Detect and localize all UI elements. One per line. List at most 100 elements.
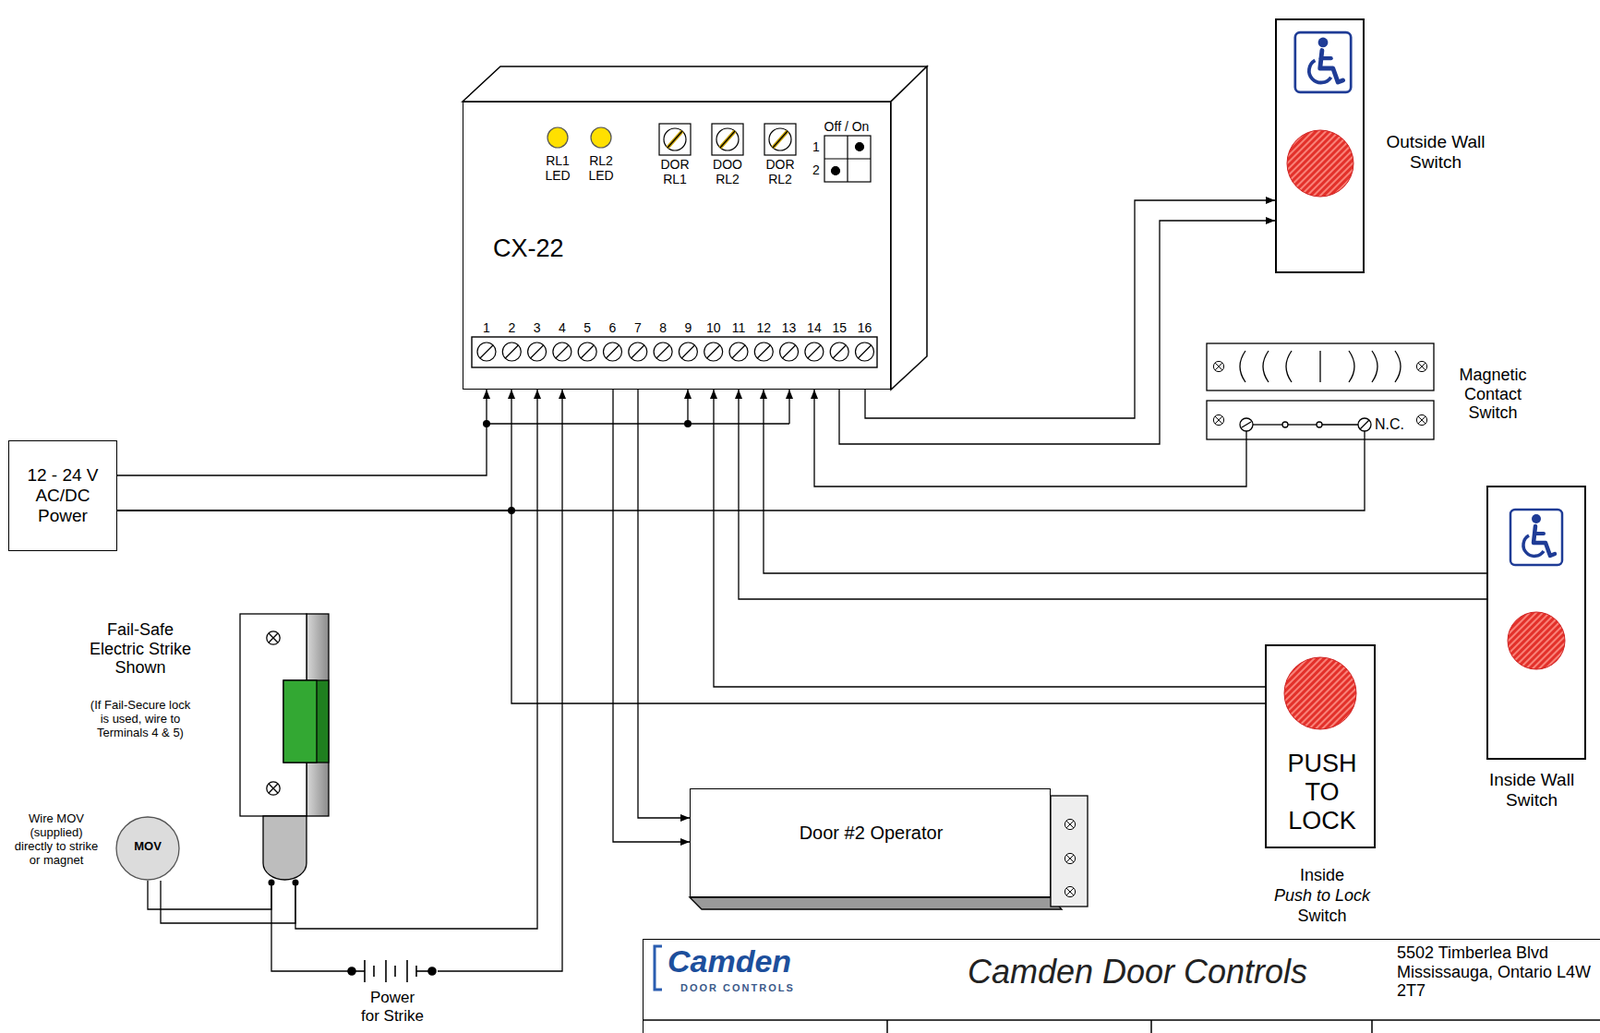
switch-label: Inside Wall Switch [1471, 769, 1592, 811]
wire-connector [738, 389, 1487, 600]
battery-symbol [415, 965, 418, 977]
terminal-screw [805, 342, 824, 361]
mov-outline [116, 817, 180, 880]
wire-connector [147, 880, 272, 910]
magnetic-contact [1282, 421, 1288, 428]
terminal-screw [606, 345, 620, 359]
magnetic-contact [1239, 350, 1401, 383]
wire-connector [117, 389, 487, 476]
terminal-screw [681, 345, 695, 359]
terminal-number: 13 [777, 320, 802, 336]
terminal-screw [631, 345, 645, 359]
magnetic-contact [1322, 423, 1359, 425]
terminal-number: 5 [575, 320, 600, 336]
mov-circle: MOV [115, 816, 181, 881]
terminal-screw [603, 342, 623, 361]
terminal-screw [653, 342, 673, 361]
power-supply-box: 12 - 24 V AC/DC Power [8, 440, 118, 552]
potentiometer [659, 123, 691, 156]
terminal-number: 12 [751, 320, 776, 336]
wire-connector [117, 510, 1265, 704]
terminal-number: 15 [827, 320, 852, 336]
logo-text: Camden [667, 943, 890, 980]
logo-bracket [654, 946, 662, 990]
logo-subtext: DOOR CONTROLS [680, 982, 884, 995]
controller-box: CX-22 [462, 101, 891, 390]
potentiometer [667, 131, 683, 148]
junction-dot [482, 420, 692, 515]
terminal-screw [502, 342, 521, 361]
mounting-screw [1064, 818, 1075, 897]
mounting-screw [266, 631, 280, 645]
terminal-screw [732, 345, 746, 359]
company-address: 5502 Timberlea Blvd Mississauga, Ontario… [1396, 943, 1593, 1001]
relay-led [547, 127, 612, 148]
potentiometer [772, 131, 788, 148]
switch-label: Outside Wall Switch [1375, 132, 1496, 173]
terminal-screw [477, 342, 496, 361]
magnetic-contact [1363, 431, 1365, 440]
strike-heading: Fail-Safe Electric Strike Shown [79, 620, 202, 678]
push-button [1284, 130, 1565, 730]
wire-connector [271, 389, 563, 972]
jumper-wire [686, 389, 688, 424]
electric-strike: Fail-Safe Electric Strike Shown(If Fail-… [240, 604, 329, 885]
dip-switch [824, 135, 871, 182]
terminal-screw [754, 342, 773, 361]
terminal-number: 14 [802, 320, 827, 336]
dip-switch [831, 167, 841, 176]
wire-connector [839, 220, 1276, 445]
terminal-screw [530, 345, 544, 359]
mounting-screw [266, 781, 280, 795]
push-to-lock-switch: PUSH TO LOCKInsidePush to LockSwitch [1264, 644, 1376, 849]
magnetic-contact [1206, 343, 1434, 440]
terminal-screw [807, 345, 821, 359]
wire-connector [865, 200, 1276, 419]
switch-label: Inside [1248, 866, 1396, 886]
door-operator: Door #2 Operator [689, 788, 1051, 898]
logo-bracket [654, 946, 662, 990]
wire-connector [763, 389, 1487, 574]
operator-label: Door #2 Operator [690, 822, 1052, 844]
title-block-lines [1371, 1020, 1373, 1033]
electric-strike [263, 816, 307, 880]
door-operator-housing [689, 795, 1088, 910]
title-block-lines [1150, 1020, 1153, 1033]
electric-strike [240, 613, 329, 880]
magnetic-contact [1359, 420, 1370, 430]
potentiometer [711, 123, 744, 156]
battery-symbol [372, 965, 375, 977]
magnetic-contact [1358, 418, 1372, 432]
dip-switch [824, 157, 871, 159]
terminal-screw [678, 342, 698, 361]
battery-symbol [428, 967, 436, 975]
strike-terminal [268, 879, 300, 887]
outside-wall-switch: Outside Wall Switch [1275, 18, 1365, 274]
terminal-screw [555, 345, 569, 359]
mounting-screw [1213, 360, 1427, 425]
magnetic-contact [1206, 343, 1434, 391]
accessibility-icon [1295, 32, 1351, 93]
electric-strike [283, 680, 329, 763]
wire-connector [814, 389, 1247, 487]
terminal-number: 9 [675, 320, 700, 336]
push-button [1287, 130, 1354, 197]
potentiometer [716, 128, 739, 151]
battery-symbol [394, 965, 397, 977]
mounting-screw [266, 631, 280, 795]
potentiometer [769, 128, 792, 151]
mounting-screw [1213, 360, 1224, 372]
potentiometer [667, 131, 683, 148]
power-label: 12 - 24 V AC/DC Power [12, 465, 113, 527]
wire-connector [117, 439, 1365, 511]
mov-note: Wire MOV (supplied) directly to strike o… [10, 812, 103, 868]
inside-wall-switch: Inside Wall Switch [1486, 485, 1587, 760]
terminal-number: 3 [525, 320, 550, 336]
terminal-screw [757, 345, 770, 359]
dip-number: 1 [809, 139, 823, 155]
terminal-screw [704, 342, 723, 361]
company-name: Camden Door Controls [897, 952, 1378, 991]
